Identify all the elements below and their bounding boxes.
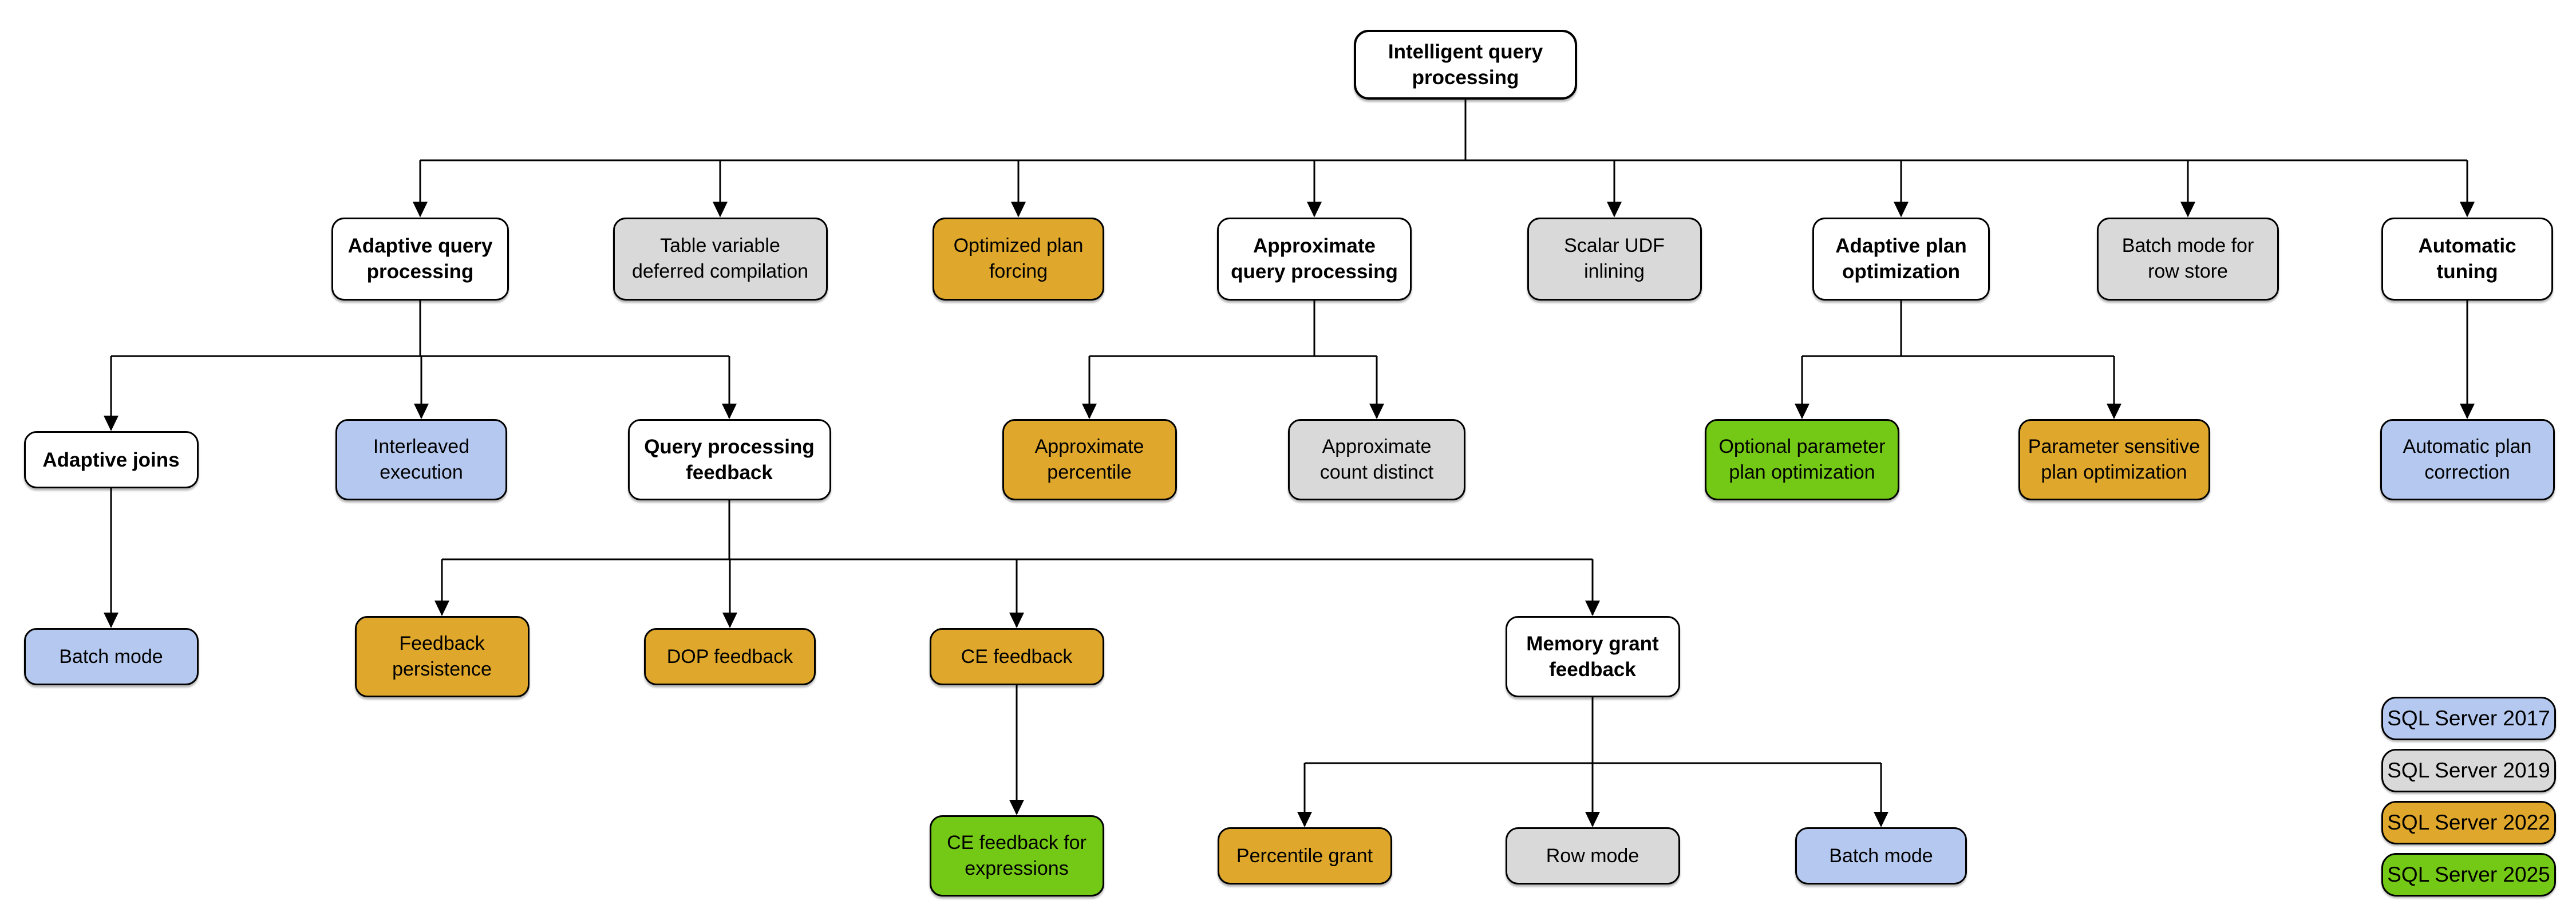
node-label-line: Parameter sensitive xyxy=(2028,436,2200,457)
node-label-line: Memory grant xyxy=(1526,633,1659,655)
node-label-line: Interleaved xyxy=(373,436,470,457)
node-label-line: optimization xyxy=(1842,260,1961,283)
node-rm: Row mode xyxy=(1505,827,1680,885)
node-label-line: CE feedback for xyxy=(947,832,1086,854)
node-root: Intelligent query processing xyxy=(1354,30,1577,100)
node-bm1: Batch mode xyxy=(23,628,199,685)
node-apo: Adaptive plan optimization xyxy=(1812,217,1990,301)
node-label-line: Batch mode for xyxy=(2121,235,2254,256)
node-label-line: Approximate xyxy=(1322,436,1432,457)
node-pg: Percentile grant xyxy=(1217,827,1392,885)
node-label-line: Percentile grant xyxy=(1236,844,1373,867)
node-label-line: forcing xyxy=(989,260,1048,282)
node-label-line: deferred compilation xyxy=(631,260,809,282)
node-label-line: Table variable xyxy=(660,235,780,256)
node-mgf: Memory grant feedback xyxy=(1505,616,1680,697)
node-cfe: CE feedback for expressions xyxy=(929,815,1104,897)
version-legend: SQL Server 2017 SQL Server 2019 SQL Serv… xyxy=(2381,697,2556,905)
legend-item-sql-2025: SQL Server 2025 xyxy=(2381,853,2556,897)
node-label-line: execution xyxy=(380,461,463,483)
node-label-line: Feedback xyxy=(399,633,485,654)
node-pspo: Parameter sensitive plan optimization xyxy=(2018,419,2210,500)
node-sudf: Scalar UDF inlining xyxy=(1527,217,1702,301)
node-label-line: Automatic plan xyxy=(2403,436,2532,457)
node-fp: Feedback persistence xyxy=(354,616,530,697)
node-tvdc: Table variable deferred compilation xyxy=(613,217,828,301)
node-label-line: plan optimization xyxy=(2041,461,2187,483)
node-label-line: percentile xyxy=(1047,461,1132,483)
node-apc: Automatic plan correction xyxy=(2380,419,2555,500)
node-ie: Interleaved execution xyxy=(335,419,507,500)
node-label-line: persistence xyxy=(392,658,492,680)
node-label-line: Automatic xyxy=(2418,235,2516,257)
node-aqproc: Approximate query processing xyxy=(1217,217,1412,301)
node-label-line: CE feedback xyxy=(961,645,1073,668)
node-label-line: processing xyxy=(1412,66,1519,89)
node-label-line: tuning xyxy=(2436,260,2498,283)
node-label-line: query processing xyxy=(1231,260,1398,283)
node-label-line: feedback xyxy=(1549,658,1636,681)
node-label-line: Approximate xyxy=(1253,235,1376,257)
node-label-line: expressions xyxy=(965,858,1069,879)
node-label-line: feedback xyxy=(686,461,773,484)
node-label-line: processing xyxy=(366,260,474,283)
node-label-line: Optional parameter xyxy=(1718,436,1886,457)
node-label-line: Adaptive joins xyxy=(42,448,180,471)
node-label-line: Optimized plan xyxy=(953,235,1084,256)
node-label-line: Adaptive plan xyxy=(1835,235,1967,257)
node-bmrs: Batch mode for row store xyxy=(2097,217,2279,301)
node-bm2: Batch mode xyxy=(1795,827,1967,885)
node-label-line: correction xyxy=(2424,461,2510,483)
legend-item-sql-2022: SQL Server 2022 xyxy=(2381,801,2556,844)
node-qpf: Query processing feedback xyxy=(627,419,831,500)
node-aqp: Adaptive query processing xyxy=(331,217,509,301)
node-label-line: row store xyxy=(2148,260,2228,282)
node-label-line: Batch mode xyxy=(1829,844,1933,867)
node-dop: DOP feedback xyxy=(644,628,816,685)
node-label-line: Scalar UDF xyxy=(1564,235,1665,256)
node-label-line: inlining xyxy=(1584,260,1645,282)
node-opf: Optimized plan forcing xyxy=(933,217,1104,301)
node-label-line: Query processing xyxy=(644,436,815,458)
node-at: Automatic tuning xyxy=(2381,217,2553,301)
legend-item-sql-2019: SQL Server 2019 xyxy=(2381,749,2556,792)
node-label-line: Approximate xyxy=(1034,436,1144,457)
node-label-line: plan optimization xyxy=(1729,461,1875,483)
node-label-line: count distinct xyxy=(1319,461,1434,483)
node-label-line: Batch mode xyxy=(59,645,163,668)
node-label-line: Row mode xyxy=(1546,844,1639,867)
node-ce: CE feedback xyxy=(929,628,1104,685)
node-acd: Approximate count distinct xyxy=(1288,419,1465,500)
node-label-line: Intelligent query xyxy=(1388,41,1543,63)
legend-item-sql-2017: SQL Server 2017 xyxy=(2381,697,2556,740)
node-aj: Adaptive joins xyxy=(23,431,199,488)
node-ap: Approximate percentile xyxy=(1002,419,1177,500)
node-oppo: Optional parameter plan optimization xyxy=(1705,419,1899,500)
node-label-line: Adaptive query xyxy=(347,235,493,257)
node-label-line: DOP feedback xyxy=(666,645,793,668)
